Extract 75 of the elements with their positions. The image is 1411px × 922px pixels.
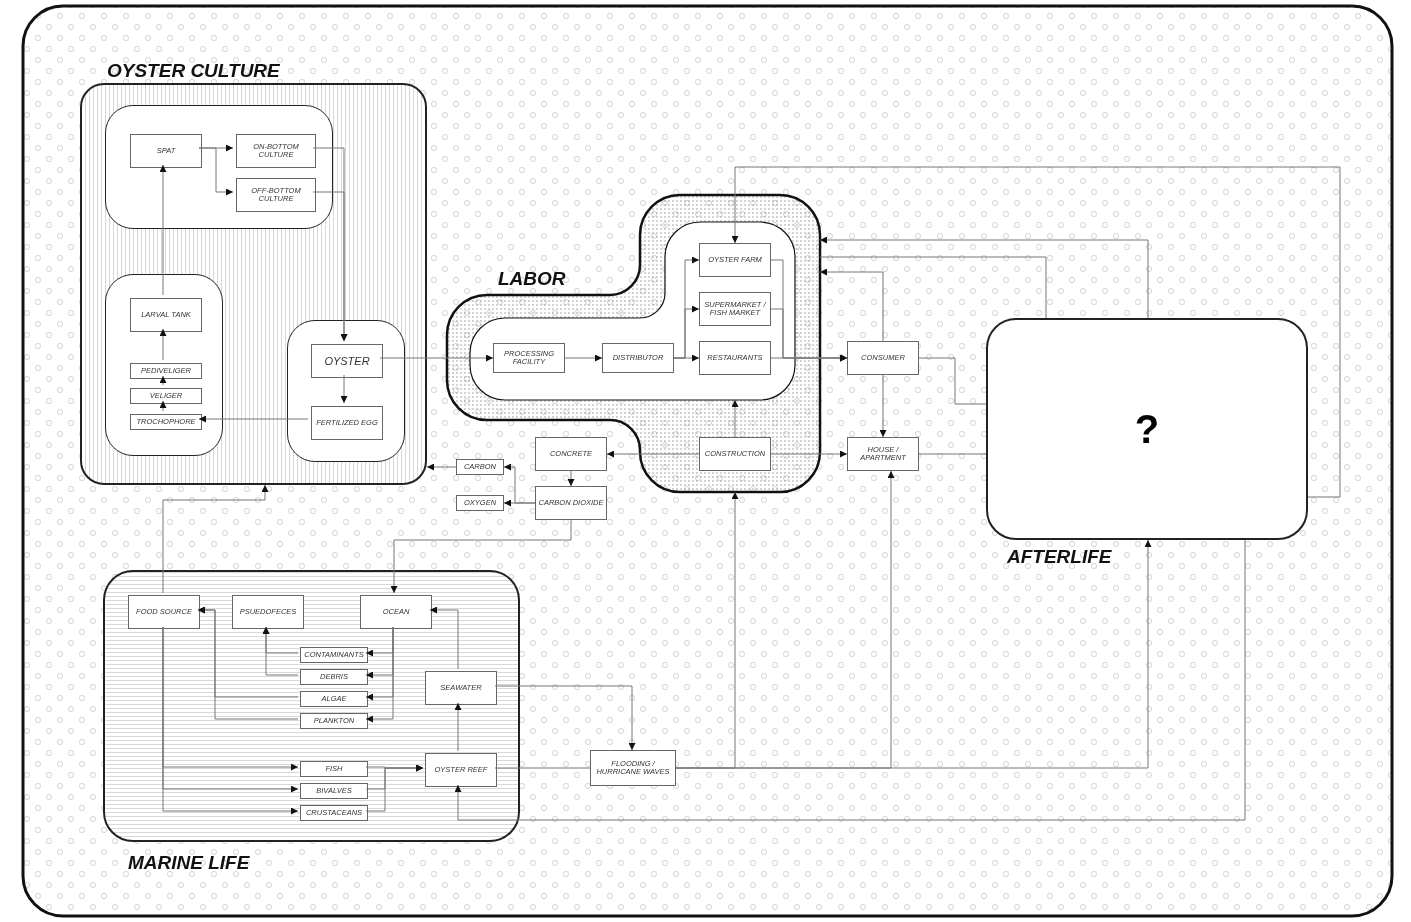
connector-arrow	[162, 484, 269, 594]
connector-arrow	[731, 399, 739, 438]
connector-arrow	[390, 519, 572, 594]
process-box	[300, 783, 368, 799]
connector-arrow	[879, 374, 887, 438]
connector-arrow	[454, 702, 462, 752]
connector-arrow	[198, 147, 234, 196]
connector-arrow	[731, 166, 1341, 498]
group-panel	[287, 320, 405, 462]
process-box	[300, 805, 368, 821]
connector-arrow	[365, 626, 394, 723]
group-title: LABOR	[498, 268, 566, 290]
connector-arrow	[819, 236, 1149, 319]
connector-arrow	[675, 539, 1152, 769]
connector-arrow	[312, 191, 348, 342]
process-box	[535, 437, 607, 471]
process-box	[847, 437, 919, 471]
process-box	[300, 691, 368, 707]
process-box	[300, 669, 368, 685]
process-box	[425, 671, 497, 705]
process-box	[311, 406, 383, 440]
process-box	[535, 486, 607, 520]
connector-arrow	[262, 626, 299, 676]
process-box	[590, 750, 676, 786]
connector-arrow	[379, 354, 494, 362]
group-title: AFTERLIFE	[1007, 546, 1112, 568]
process-box	[699, 292, 771, 326]
connector-arrow	[159, 375, 167, 386]
process-box	[128, 595, 200, 629]
process-box	[602, 343, 674, 373]
process-box	[699, 243, 771, 277]
connector-arrow	[770, 450, 848, 458]
process-box	[232, 595, 304, 629]
connector-arrow	[365, 764, 424, 812]
group-panel	[105, 105, 333, 229]
process-box	[130, 388, 202, 404]
connector-arrow	[564, 354, 603, 362]
process-box	[456, 459, 504, 475]
process-box	[300, 761, 368, 777]
group-title: MARINE LIFE	[128, 852, 250, 874]
group-title: OYSTER CULTURE	[107, 60, 280, 82]
process-box	[360, 595, 432, 629]
process-box	[425, 753, 497, 787]
connector-arrow	[567, 470, 575, 487]
connector-arrow	[454, 539, 1246, 821]
process-box	[130, 298, 202, 332]
connector-arrow	[159, 400, 167, 412]
process-box	[699, 341, 771, 375]
connector-arrow	[429, 606, 459, 670]
connector-arrow	[606, 450, 700, 458]
process-box	[130, 414, 202, 430]
connector-arrow	[197, 606, 299, 720]
connector-arrow	[159, 164, 167, 296]
connector-arrow	[503, 499, 536, 507]
process-box	[311, 344, 383, 378]
process-box	[130, 134, 202, 168]
process-box	[493, 343, 565, 373]
connector-arrow	[159, 328, 167, 361]
process-box	[236, 134, 316, 168]
process-box	[456, 495, 504, 511]
connector-arrow	[770, 354, 848, 362]
process-box	[130, 363, 202, 379]
connector-arrow	[426, 463, 457, 471]
process-box	[847, 341, 919, 375]
connector-arrow	[198, 415, 309, 423]
group-panel	[105, 274, 223, 456]
connector-arrow	[340, 374, 348, 404]
process-box	[300, 713, 368, 729]
question-mark: ?	[1133, 406, 1161, 452]
process-box	[699, 437, 771, 471]
process-box	[236, 178, 316, 212]
connector-arrow	[673, 354, 700, 362]
connector-arrow	[819, 268, 884, 342]
connector-arrow	[494, 685, 636, 751]
node-label: OYSTER	[323, 354, 371, 368]
